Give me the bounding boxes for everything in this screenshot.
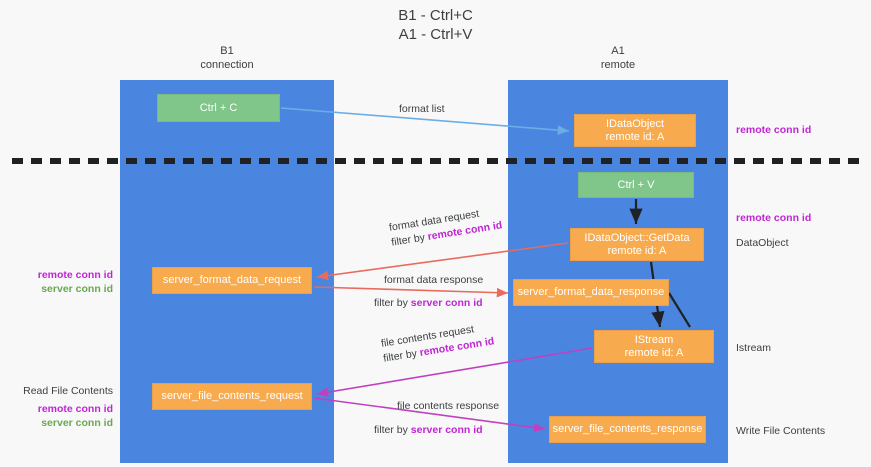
annotation-right-dataobject: DataObject	[736, 236, 789, 250]
node-ctrl-v[interactable]: Ctrl + V	[578, 172, 694, 198]
arrow-format-data-request	[316, 242, 569, 281]
flow-label-file-contents-response-text: file contents response	[397, 400, 500, 412]
node-server-format-data-response[interactable]: server_format_data_response	[513, 279, 669, 306]
annotation-right-top-conn: remote conn id	[736, 123, 811, 137]
node-server-file-contents-response[interactable]: server_file_contents_response	[549, 416, 706, 443]
column-header-a1-role: remote	[600, 59, 636, 71]
node-ctrl-v-label: Ctrl + V	[617, 178, 655, 191]
node-data-object[interactable]: IDataObject remote id: A	[574, 114, 696, 147]
annotation-right-top-conn-text: remote conn id	[736, 124, 812, 136]
flow-label-file-contents-response: file contents response filter by server …	[374, 399, 500, 438]
arrow-file-contents-response	[313, 397, 546, 433]
node-istream-label: IStream	[634, 333, 674, 346]
node-ctrl-c-label: Ctrl + C	[199, 101, 238, 114]
flow-label-file-contents-response-filter: filter by server conn id	[374, 423, 499, 438]
column-header-b1-role: connection	[200, 59, 254, 71]
flow-label-format-list: format list	[399, 102, 445, 117]
annotation-left-server-conn-id-2: server conn id	[41, 417, 113, 429]
annotation-left-read-file-text: Read File Contents	[23, 385, 113, 397]
node-get-data[interactable]: IDataObject::GetData remote id: A	[570, 228, 704, 261]
arrow-file-contents-request	[316, 347, 593, 397]
node-get-data-sub: remote id: A	[607, 244, 667, 257]
node-data-object-sub: remote id: A	[605, 130, 665, 143]
node-server-file-contents-request[interactable]: server_file_contents_request	[152, 383, 312, 410]
title-line-1: B1 - Ctrl+C	[398, 7, 473, 24]
node-server-format-data-request[interactable]: server_format_data_request	[152, 267, 312, 294]
annotation-right-dataobject-text: DataObject	[736, 237, 789, 249]
flow-label-format-list-text: format list	[399, 103, 445, 115]
annotation-right-mid-conn-text: remote conn id	[736, 212, 812, 224]
column-header-b1-name: B1	[220, 45, 234, 57]
node-server-format-data-request-label: server_format_data_request	[162, 274, 302, 286]
flow-label-format-data-response-filter: filter by server conn id	[374, 296, 483, 311]
node-server-file-contents-response-label: server_file_contents_response	[552, 423, 703, 435]
annotation-left-conn-ids: remote conn id server conn id	[0, 268, 113, 296]
annotation-left-read-file: Read File Contents	[0, 384, 113, 398]
annotation-right-mid-conn: remote conn id	[736, 211, 811, 225]
arrow-format-data-response	[313, 286, 509, 298]
filter-key-server-conn-id: server conn id	[410, 424, 483, 436]
annotation-left-server-conn-id: server conn id	[41, 283, 113, 295]
page-title: B1 - Ctrl+C A1 - Ctrl+V	[0, 6, 871, 44]
column-header-b1: B1 connection	[120, 44, 334, 72]
annotation-left-conn-ids-2: remote conn id server conn id	[0, 402, 113, 430]
annotation-right-istream-text: Istream	[736, 342, 772, 354]
node-data-object-label: IDataObject	[605, 117, 665, 130]
annotation-left-remote-conn-id: remote conn id	[37, 269, 113, 281]
annotation-right-write-file: Write File Contents	[736, 424, 825, 438]
arrow-formatresponse-istream	[668, 292, 691, 328]
node-istream-sub: remote id: A	[624, 346, 684, 359]
node-istream[interactable]: IStream remote id: A	[594, 330, 714, 363]
annotation-left-remote-conn-id-2: remote conn id	[37, 403, 113, 415]
column-header-a1-name: A1	[611, 45, 625, 57]
column-header-a1: A1 remote	[508, 44, 728, 72]
node-server-format-data-response-label: server_format_data_response	[517, 286, 665, 298]
flow-label-format-data-response-text: format data response	[384, 274, 484, 286]
filter-prefix: filter by	[374, 297, 411, 309]
flow-label-format-data-response: format data response filter by server co…	[374, 273, 484, 311]
filter-prefix: filter by	[374, 424, 411, 436]
node-ctrl-c[interactable]: Ctrl + C	[157, 94, 280, 122]
node-server-file-contents-request-label: server_file_contents_request	[161, 390, 303, 402]
annotation-right-write-file-text: Write File Contents	[736, 425, 826, 437]
node-get-data-label: IDataObject::GetData	[584, 231, 690, 244]
filter-key-server-conn-id: server conn id	[410, 297, 483, 309]
title-line-2: A1 - Ctrl+V	[398, 26, 473, 43]
arrow-format-list	[280, 107, 570, 135]
annotation-right-istream: Istream	[736, 341, 771, 355]
